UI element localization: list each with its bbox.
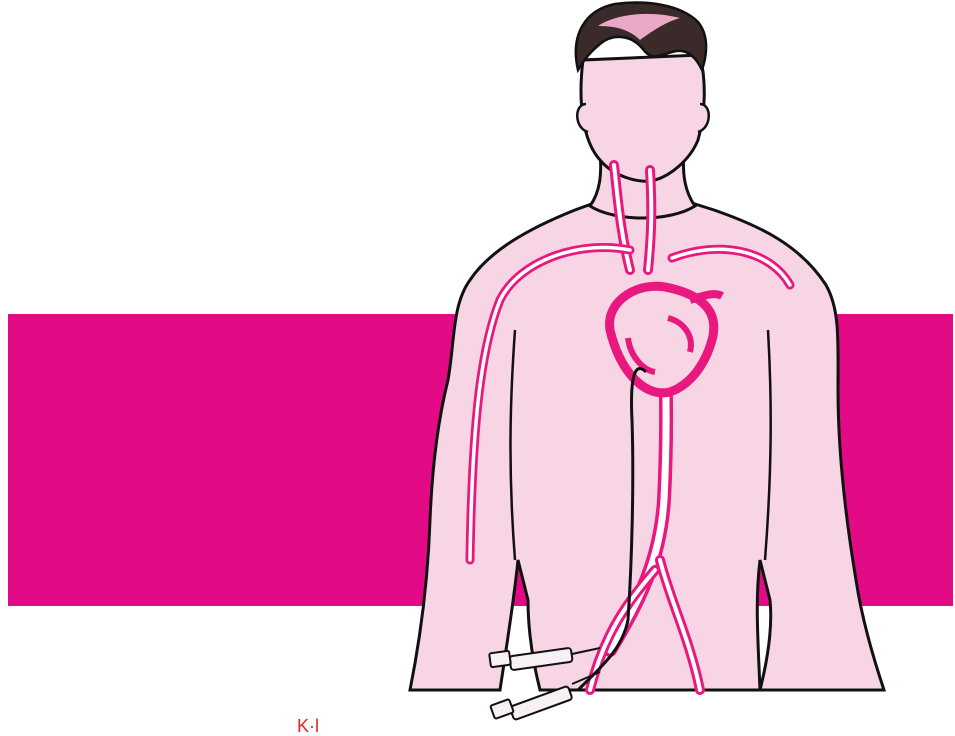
diagram-caption: K·l [297,716,377,736]
human-figure [410,3,884,721]
